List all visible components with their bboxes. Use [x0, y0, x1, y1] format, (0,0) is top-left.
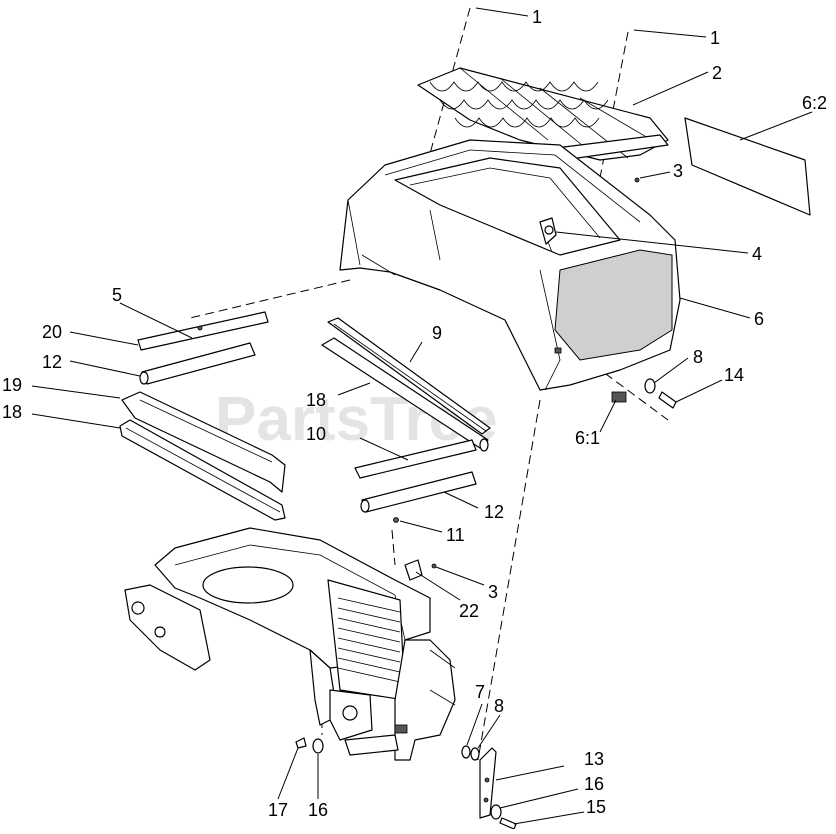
decal-6-2[interactable] — [684, 117, 811, 216]
bolt-part-14[interactable] — [644, 378, 677, 409]
callout-11[interactable]: 11 — [446, 525, 465, 545]
callout-12-left[interactable]: 12 — [42, 352, 62, 372]
callout-1-top-right[interactable]: 1 — [710, 28, 720, 48]
bracket-part-22[interactable] — [404, 559, 423, 581]
callout-6-2[interactable]: 6:2 — [802, 93, 827, 113]
callout-8-right[interactable]: 8 — [693, 347, 703, 367]
callout-9[interactable]: 9 — [432, 323, 442, 343]
callout-18-right[interactable]: 18 — [306, 390, 326, 410]
washer-part-7[interactable] — [461, 745, 471, 759]
callout-6-1[interactable]: 6:1 — [575, 428, 600, 448]
callout-3-bottom[interactable]: 3 — [488, 582, 498, 602]
callout-6[interactable]: 6 — [754, 309, 764, 329]
callout-3-top[interactable]: 3 — [673, 161, 683, 181]
bracket-part-9[interactable] — [327, 317, 491, 435]
callout-7[interactable]: 7 — [475, 682, 485, 702]
callout-15[interactable]: 15 — [586, 797, 606, 817]
bolt-part-15[interactable] — [499, 817, 517, 830]
washer-part-16-left[interactable] — [312, 738, 324, 754]
callout-8-bottom[interactable]: 8 — [494, 696, 504, 716]
callout-5[interactable]: 5 — [112, 285, 122, 305]
callout-12-right[interactable]: 12 — [484, 502, 504, 522]
callout-14[interactable]: 14 — [724, 365, 744, 385]
callout-2[interactable]: 2 — [712, 63, 722, 83]
grille-part-2[interactable] — [417, 67, 669, 163]
screw-part-3-top[interactable] — [634, 177, 640, 183]
seal-part-12-left[interactable] — [139, 342, 256, 385]
callout-labels: 1 1 2 6:2 3 4 5 6 20 9 12 8 14 19 18 18 … — [2, 7, 827, 820]
callout-16-left[interactable]: 16 — [308, 800, 328, 820]
latch-part-4[interactable] — [539, 217, 557, 253]
callout-10[interactable]: 10 — [306, 424, 326, 444]
screw-part-3-bottom[interactable] — [431, 563, 437, 569]
callout-19[interactable]: 19 — [2, 375, 22, 395]
bracket-part-10[interactable] — [354, 439, 477, 479]
callout-13[interactable]: 13 — [584, 749, 604, 769]
hood-part-6[interactable] — [339, 139, 681, 391]
callout-22[interactable]: 22 — [459, 601, 479, 621]
bracket-part-19[interactable] — [121, 391, 286, 493]
callout-18-left[interactable]: 18 — [2, 402, 22, 422]
callout-4[interactable]: 4 — [752, 244, 762, 264]
decal-6-1[interactable] — [611, 391, 627, 403]
bracket-part-20[interactable] — [137, 311, 269, 351]
seal-part-12-right[interactable] — [360, 471, 477, 513]
leader-lines — [31, 7, 813, 825]
callout-16-right[interactable]: 16 — [584, 774, 604, 794]
nut-part-11[interactable] — [393, 517, 399, 523]
bracket-part-13[interactable] — [479, 747, 497, 819]
washer-part-16-right[interactable] — [490, 804, 502, 820]
washer-part-8-bottom[interactable] — [470, 747, 480, 761]
callout-20[interactable]: 20 — [42, 322, 62, 342]
seal-part-18-right[interactable] — [321, 337, 489, 452]
clip-part-17[interactable] — [295, 737, 307, 749]
callout-17[interactable]: 17 — [268, 800, 288, 820]
frame-assembly[interactable] — [124, 527, 456, 761]
callout-1-top-left[interactable]: 1 — [532, 7, 542, 27]
seal-part-18-left[interactable] — [119, 419, 286, 521]
